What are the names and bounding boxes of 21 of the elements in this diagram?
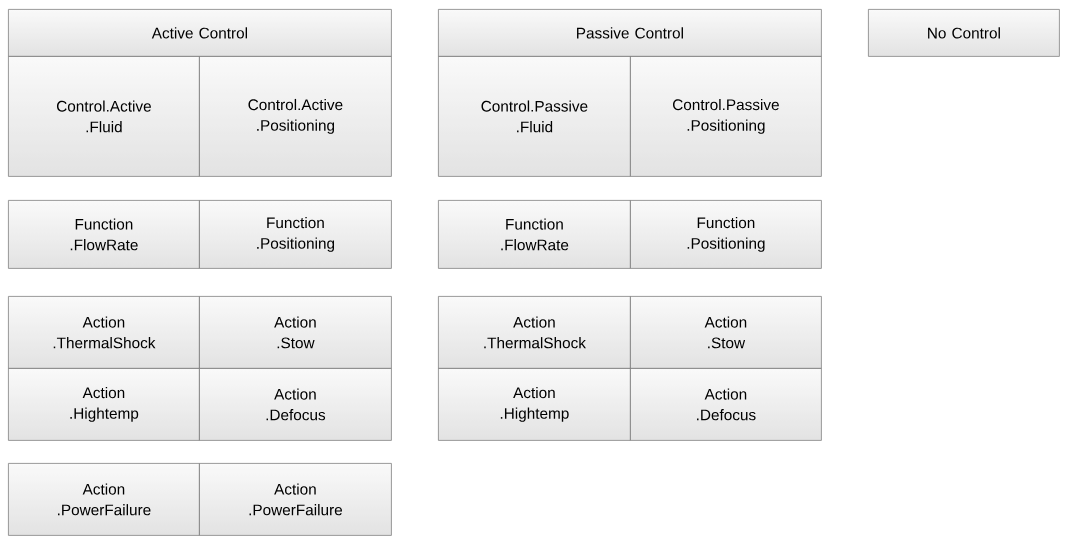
label-box: Action .ThermalShock [438,296,631,369]
label-box: Function .FlowRate [438,200,631,269]
label-box: Control.Active .Positioning [199,56,392,177]
label-box: Action .Defocus [199,368,392,441]
label-box: Action .Stow [199,296,392,369]
label-box: Action .Stow [630,296,822,369]
label-box: Control.Passive .Fluid [438,56,631,177]
header-box: No Control [868,9,1060,57]
label-box: Function .Positioning [199,200,392,269]
label-box: Action .PowerFailure [8,463,200,536]
label-box: Control.Active .Fluid [8,56,200,177]
label-box: Control.Passive .Positioning [630,56,822,177]
label-box: Function .FlowRate [8,200,200,269]
label-box: Action .ThermalShock [8,296,200,369]
label-box: Action .Hightemp [8,368,200,441]
header-box: Passive Control [438,9,822,57]
label-box: Action .Defocus [630,368,822,441]
header-box: Active Control [8,9,392,57]
label-box: Function .Positioning [630,200,822,269]
label-box: Action .Hightemp [438,368,631,441]
label-box: Action .PowerFailure [199,463,392,536]
